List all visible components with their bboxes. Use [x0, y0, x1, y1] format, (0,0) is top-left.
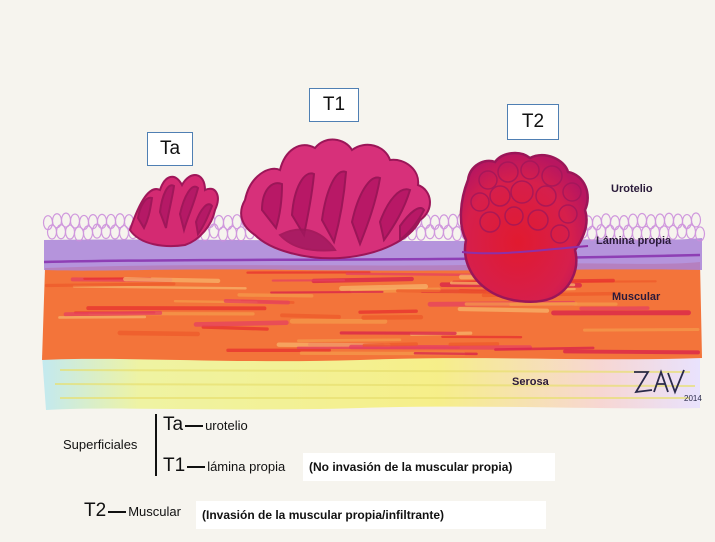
legend-ta-layer: urotelio	[205, 418, 248, 433]
urotelio-cell	[102, 224, 111, 238]
muscle-fiber	[360, 311, 416, 312]
legend-t1-note: (No invasión de la muscular propia)	[303, 453, 555, 481]
urotelio-cell	[683, 215, 692, 229]
legend-t1-layer: lámina propia	[207, 459, 285, 474]
layer-label-urotelio: Urotelio	[611, 183, 653, 195]
legend-t2-note: (Invasión de la muscular propia/infiltra…	[196, 501, 546, 529]
layer-label-muscular: Muscular	[612, 291, 660, 303]
urotelio-cell	[237, 227, 246, 241]
stage-label-t2: T2	[522, 111, 544, 133]
legend-t2-dash	[108, 511, 126, 513]
urotelio-cell	[224, 216, 233, 230]
urotelio-cell	[453, 227, 462, 241]
muscle-fiber	[120, 333, 198, 334]
muscle-fiber	[460, 309, 547, 311]
urotelio-cell	[210, 224, 219, 238]
urotelio-cell	[674, 214, 683, 228]
muscle-fiber	[203, 327, 267, 329]
urotelio-cell	[80, 215, 89, 229]
muscle-fiber	[125, 279, 218, 281]
muscle-fiber	[298, 340, 400, 341]
muscle-fiber	[239, 295, 311, 296]
urotelio-cell	[440, 215, 449, 229]
signature-year: 2014	[684, 394, 702, 403]
muscle-fiber	[511, 304, 576, 305]
serosa-layer	[42, 354, 700, 410]
legend-t1-dash	[187, 466, 205, 468]
muscle-fiber	[59, 317, 144, 318]
urotelio-cell	[678, 224, 687, 238]
t1-tumor	[241, 140, 430, 259]
urotelio-cell	[98, 214, 107, 228]
layer-label-lamina-propia: Lámina propia	[596, 235, 671, 247]
urotelio-cell	[692, 213, 701, 227]
muscle-fiber	[342, 286, 426, 288]
legend-row-t2: T2 Muscular	[84, 500, 181, 522]
ta-tumor	[130, 175, 218, 246]
t2-tumor	[461, 153, 588, 302]
muscle-fiber	[495, 348, 593, 350]
legend-t2-stage: T2	[84, 500, 106, 521]
legend-row-ta: Ta urotelio	[163, 414, 248, 436]
muscle-fiber	[282, 315, 339, 317]
stage-label-ta: Ta	[160, 138, 180, 160]
muscle-fiber	[364, 344, 416, 345]
muscle-fiber	[196, 323, 286, 325]
urotelio-cell	[71, 214, 80, 228]
urotelio-cell	[647, 215, 656, 229]
muscle-fiber	[226, 301, 288, 303]
muscle-fiber	[450, 344, 497, 345]
legend-t1-stage: T1	[163, 455, 185, 476]
stage-label-t1: T1	[323, 94, 345, 116]
urotelio-cell	[611, 216, 620, 230]
muscle-fiber	[565, 351, 698, 352]
legend-ta-dash	[185, 425, 203, 427]
legend-ta-stage: Ta	[163, 414, 183, 435]
stage-box-t1: T1	[309, 88, 359, 122]
layer-label-serosa: Serosa	[512, 376, 549, 388]
muscle-fiber	[585, 329, 698, 330]
legend-group-superficiales: Superficiales	[63, 437, 137, 452]
legend-bracket	[155, 414, 157, 476]
urotelio-cell	[107, 214, 116, 228]
stage-box-ta: Ta	[147, 132, 193, 166]
muscle-fiber	[415, 353, 477, 354]
legend-t2-layer: Muscular	[128, 504, 181, 519]
legend-t2-note-text: (Invasión de la muscular propia/infiltra…	[202, 508, 444, 522]
legend-row-t1: T1 lámina propia	[163, 455, 285, 477]
urotelio-cell	[426, 225, 435, 239]
muscle-fiber	[66, 313, 160, 314]
muscle-fiber	[47, 284, 174, 286]
legend-t1-note-text: (No invasión de la muscular propia)	[309, 460, 512, 474]
stage-box-t2: T2	[507, 104, 559, 140]
urotelio-cell	[638, 214, 647, 228]
urotelio-cell	[53, 214, 62, 228]
muscle-fiber	[271, 292, 382, 293]
